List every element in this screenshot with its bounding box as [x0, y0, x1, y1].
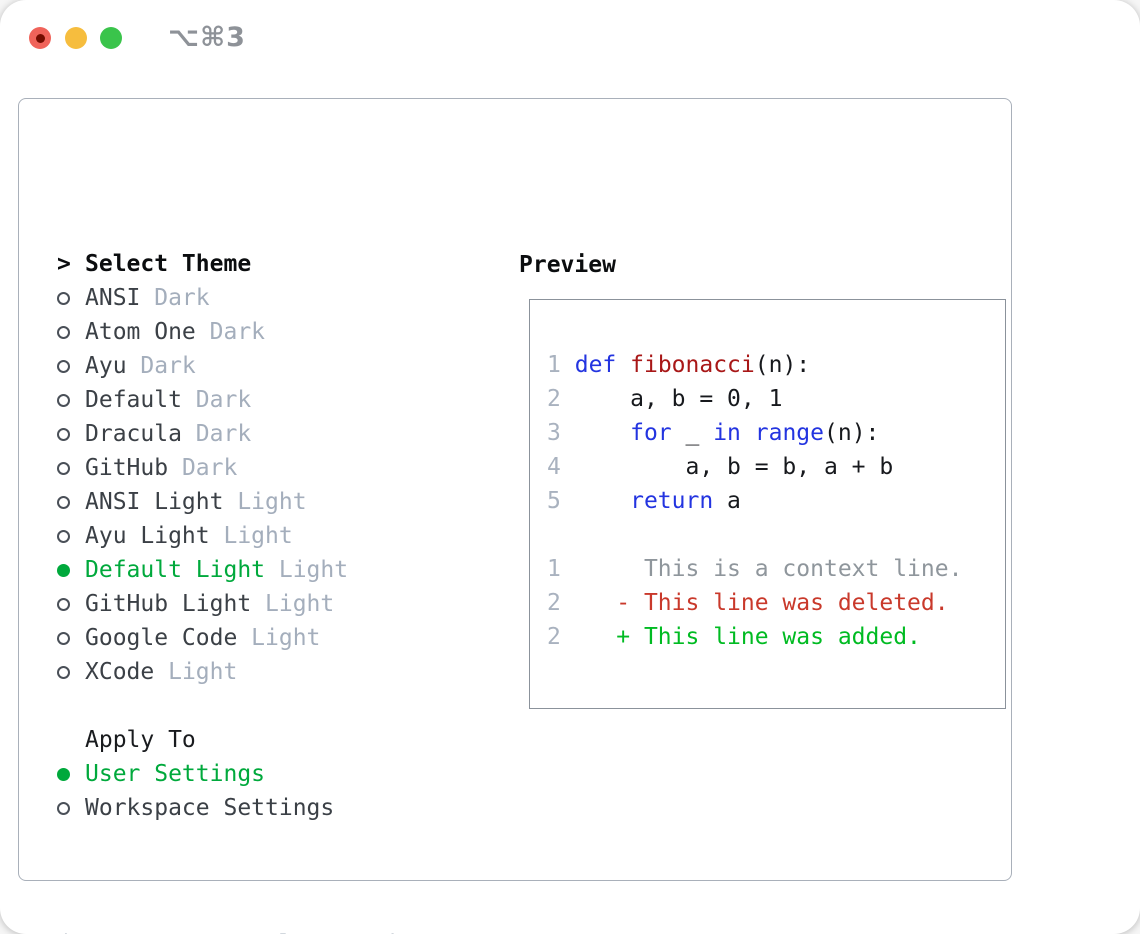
apply-option-workspace-settings[interactable]: Workspace Settings	[57, 791, 334, 825]
unsaved-dot-icon	[35, 33, 45, 43]
theme-list-title: Select Theme	[85, 251, 252, 277]
line-number: 1	[547, 556, 561, 582]
code-line: 3 for _ in range(n):	[547, 420, 880, 446]
zoom-button[interactable]	[100, 27, 122, 49]
code-preview-box: 1 def fibonacci(n): 2 a, b = 0, 1 3 for _ …	[529, 299, 1006, 709]
preview-title: Preview	[519, 252, 616, 278]
apply-to-header: Apply To	[57, 723, 334, 757]
apply-to-section: Apply To User Settings Workspace Setting…	[57, 723, 334, 825]
radio-selected-icon	[57, 767, 70, 781]
theme-list-header: > Select Theme	[57, 247, 348, 281]
radio-icon	[57, 495, 70, 509]
radio-icon	[57, 427, 70, 441]
cursor-icon: >	[57, 251, 71, 277]
help-text: (Use Enter to select, Tab to change focu…	[57, 859, 445, 934]
theme-variant-tag: Dark	[181, 455, 238, 481]
theme-variant-tag: Dark	[140, 353, 196, 379]
theme-variant-tag: Light	[278, 557, 349, 583]
theme-variant-tag: Light	[223, 523, 293, 549]
line-number	[547, 522, 561, 548]
radio-icon	[57, 597, 70, 611]
theme-variant-tag: Light	[168, 659, 238, 685]
radio-icon	[57, 325, 70, 339]
line-number: 5	[547, 488, 561, 514]
theme-variant-tag: Light	[237, 489, 307, 515]
titlebar: ⌥⌘3	[0, 0, 1140, 76]
close-button[interactable]	[29, 27, 51, 49]
apply-option-user-settings[interactable]: User Settings	[57, 757, 334, 791]
line-number: 2	[547, 624, 561, 650]
help-line-1: (Use Enter to select, Tab to	[57, 927, 445, 934]
theme-variant-tag: Dark	[195, 421, 252, 447]
code-line	[547, 518, 995, 552]
code-line: 1 def fibonacci(n):	[547, 352, 811, 378]
radio-icon	[57, 529, 70, 543]
radio-icon	[57, 393, 70, 407]
theme-variant-tag: Light	[265, 591, 335, 617]
theme-variant-tag: Dark	[209, 319, 266, 345]
radio-icon	[57, 665, 70, 679]
theme-variant-tag: Light	[251, 625, 321, 651]
code-line: 2 a, b = 0, 1	[547, 386, 783, 412]
theme-variant-tag: Dark	[195, 387, 252, 413]
radio-icon	[57, 291, 70, 305]
code-line: 2 + This line was added.	[547, 624, 921, 650]
theme-variant-tag: Dark	[154, 285, 210, 311]
code-line: 5 return a	[547, 488, 741, 514]
radio-selected-icon	[57, 563, 70, 577]
minimize-button[interactable]	[65, 27, 87, 49]
code-line: 4 a, b = b, a + b	[547, 454, 894, 480]
line-number: 3	[547, 420, 561, 446]
radio-icon	[57, 461, 70, 475]
radio-icon	[57, 631, 70, 645]
line-number: 1	[547, 352, 561, 378]
code-line: 1 This is a context line.	[547, 556, 963, 582]
radio-icon	[57, 359, 70, 373]
apply-to-title: Apply To	[85, 727, 196, 753]
code-line: 2 - This line was deleted.	[547, 590, 949, 616]
radio-icon	[57, 801, 70, 815]
keyboard-shortcut-label: ⌥⌘3	[168, 22, 246, 53]
line-number: 2	[547, 590, 561, 616]
line-number: 4	[547, 454, 561, 480]
line-number: 2	[547, 386, 561, 412]
